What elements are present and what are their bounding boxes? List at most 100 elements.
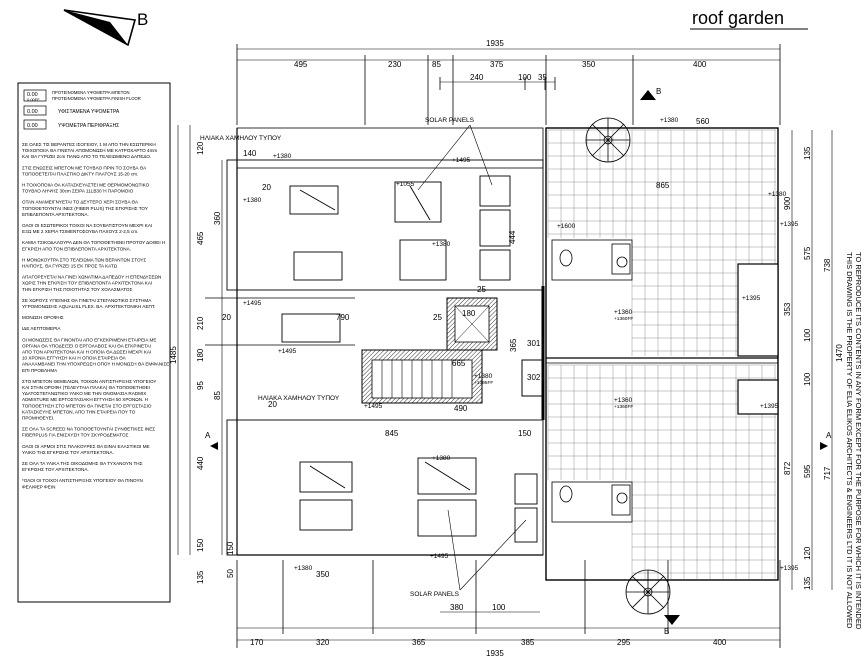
dim-interior-1: 140 — [243, 149, 257, 158]
level-ffl-1: +1360FF — [614, 316, 633, 322]
note-3: Η ΤΟΙΧΟΠΟΙΙΑ ΘΑ ΚΑΤΑΣΚΕΥΑΣΤΕΙ ΜΕ ΘΕΡΜΟΜΟ… — [22, 183, 150, 194]
room-number-302: 302 — [527, 373, 541, 382]
level-6: +1380 — [432, 241, 451, 248]
dim-right-seg-3: 575 — [803, 246, 812, 260]
note-6: ΚΑΜΙΑ ΤΣΙΚΟΔΑΛΟΥΡΑ ΔΕΝ ΘΑ ΤΟΠΟΘΕΤΗΘΕΙ ΠΡ… — [22, 240, 165, 251]
solar-panels-top — [281, 175, 511, 343]
dim-left-seg-1: 120 — [196, 141, 205, 155]
dim-left-inner-4: 50 — [226, 569, 235, 578]
dim-interior-17: 444 — [508, 230, 517, 244]
note-13: ΣΤΟ ΜΠΕΤΟΝ ΘΕΜΕΛΙΩΝ, ΤΟΙΧΩΝ ΑΝΤΙΣΤΗΡΙΞΗΣ… — [22, 379, 156, 421]
dim-top-seg-6: 400 — [693, 60, 707, 69]
dim-left-total: 1485 — [169, 346, 178, 364]
level-3: +1055 — [396, 181, 415, 188]
dim-left-seg-8: 135 — [196, 570, 205, 584]
dim-interior-3: 20 — [222, 313, 231, 322]
note-7: Η ΜΟΝΩΚΟΥΤΡΑ ΣΤΟ ΤΕΛΕΙΩΜΑ ΤΩΝ ΒΕΡΑΝΤΩΝ Σ… — [22, 257, 146, 268]
bathroom-fixtures — [551, 239, 633, 523]
room-number-301: 301 — [527, 339, 541, 348]
dim-right-seg-10: 717 — [823, 466, 832, 480]
note-1: ΣΕ ΟΛΕΣ ΤΙΣ ΒΕΡΑΝΤΕΣ ΙΣΟΓΕΙΟΥ, 1 Μ ΑΠΟ Τ… — [22, 142, 157, 159]
terrace-tile-grid — [547, 129, 776, 579]
parapet-label-top: ΗΛΙΑΚΑ ΧΑΜΗΛΟΥ ΤΥΠΟΥ — [200, 135, 282, 142]
dim-interior-7: 25 — [477, 285, 486, 294]
dim-left-inner-1: 360 — [213, 211, 222, 225]
note-4: ΟΤΑΝ ΑΝΑΜΕΙΓΝΥΕΤΑΙ ΤΟ ΔΕΥΤΕΡΟ ΧΕΡΙ ΣΟΥΒΑ… — [22, 200, 148, 217]
dim-interior-5: 20 — [268, 400, 277, 409]
section-label-b-south: B — [664, 627, 669, 636]
general-notes: ΣΕ ΟΛΕΣ ΤΙΣ ΒΕΡΑΝΤΕΣ ΙΣΟΓΕΙΟΥ, 1 Μ ΑΠΟ Τ… — [22, 142, 171, 489]
dim-top-inner-3: 35 — [538, 73, 547, 82]
dim-bottom-seg-1: 170 — [250, 638, 264, 647]
level-21: +1380 — [768, 191, 787, 198]
note-15: ΟΛΟΙ ΟΙ ΑΡΜΟΙ ΣΤΙΣ ΠΛΑΚΟΥΡΕΣ ΘΑ ΕΙΝΑΙ ΕΛ… — [22, 444, 150, 455]
level-markers: +1380 +1495 +1055 +1380 +1495 +1380 +149… — [243, 117, 799, 572]
solar-panels-bottom — [299, 457, 538, 543]
dim-bottom-seg-6: 400 — [713, 638, 727, 647]
legend-row1-text: ΠΡΟΤΕΙΝΟΜΕΝΑ ΥΨΟΜΕΤΡΑ ΜΠΕΤΟΝ — [52, 90, 130, 95]
level-20: +1395 — [780, 565, 799, 572]
dim-top-seg-3: 85 — [432, 60, 441, 69]
dim-interior-16: 865 — [656, 181, 670, 190]
level-10: +1380 — [432, 455, 451, 462]
level-19: +1380 — [294, 565, 313, 572]
level-16: +1395 — [760, 403, 779, 410]
level-8: +1380 — [474, 373, 493, 380]
section-label-a-east: A — [826, 431, 832, 440]
copyright-line-1: THIS DRAWING IS THE PROPERTY OF ELIA ELI… — [845, 252, 854, 629]
dim-left-seg-7: 150 — [196, 538, 205, 552]
dim-top-total: 1935 — [486, 39, 504, 48]
spiral-stair-top-icon — [585, 117, 631, 163]
legend-row2-text: ΥΦΙΣΤΑΜΕΝΑ ΥΨΟΜΕΤΡΑ — [58, 109, 120, 115]
level-12: +1395 — [780, 221, 799, 228]
dim-left-seg-6: 440 — [196, 456, 205, 470]
level-11: +1600 — [557, 223, 576, 230]
dim-interior-14: 350 — [316, 570, 330, 579]
legend-row3-value: 0.00 — [27, 123, 38, 129]
dim-interior-8: 180 — [462, 309, 476, 318]
dim-top-inner-1: 240 — [470, 73, 484, 82]
top-dimension-chain — [236, 44, 781, 125]
solar-label-bottom: SOLAR PANELS — [410, 591, 460, 598]
legend-row3-text: ΥΨΟΜΕΤΡΑ ΠΕΡΙΦΡΑΞΗΣ — [58, 123, 119, 129]
dim-bottom-seg-4: 385 — [521, 638, 535, 647]
note-12: ΟΙ ΜΟΝΩΣΕΙΣ ΘΑ ΓΙΝΟΝΤΑΙ ΑΠΟ ΕΓΚΕΚΡΙΜΕΝΗ … — [22, 337, 171, 373]
parapet-label-bottom: ΗΛΙΑΚΑ ΧΑΜΗΛΟΥ ΤΥΠΟΥ — [258, 395, 340, 402]
dim-left-seg-5: 95 — [196, 381, 205, 390]
dim-top-seg-4: 375 — [490, 60, 504, 69]
dim-interior-6: 25 — [433, 313, 442, 322]
bottom-dimension-chain — [236, 560, 781, 648]
solar-label-top: SOLAR PANELS — [425, 117, 475, 124]
note-10: ΜΟΝΩΣΗ ΟΡΟΦΗΣ — [22, 315, 64, 320]
dim-right-seg-6: 100 — [803, 328, 812, 342]
legend-box — [17, 82, 171, 603]
dim-top-seg-2: 230 — [388, 60, 402, 69]
dim-left-seg-2: 465 — [196, 231, 205, 245]
dim-interior-11: 490 — [454, 404, 468, 413]
copyright-line-2: TO REPRODUCE ITS CONTENTS IN ANY FORM EX… — [854, 252, 863, 630]
dim-right-seg-13: 135 — [803, 576, 812, 590]
dim-bottom-inner-1: 380 — [450, 603, 464, 612]
level-18: +1495 — [430, 553, 449, 560]
legend-row2-value: 0.00 — [27, 109, 38, 115]
right-dimension-chain — [791, 130, 833, 590]
level-7: +1495 — [278, 348, 297, 355]
dim-interior-13: 150 — [518, 429, 532, 438]
level-17: +1360 — [614, 397, 633, 404]
dim-right-seg-8: 100 — [803, 372, 812, 386]
dim-bottom-inner-2: 100 — [492, 603, 506, 612]
dim-left-inner-3: 150 — [226, 541, 235, 555]
level-2: +1495 — [452, 157, 471, 164]
dim-left-seg-4: 180 — [196, 348, 205, 362]
dim-interior-4: 790 — [336, 313, 350, 322]
interior-dimensions: 140 20 20 790 20 25 25 180 365 665 490 8… — [222, 117, 710, 579]
section-marks — [210, 90, 828, 625]
dim-bottom-seg-3: 365 — [412, 638, 426, 647]
dim-bottom-total: 1935 — [486, 649, 504, 658]
note-5: ΟΛΟΙ ΟΙ ΕΣΩΤΕΡΙΚΟΙ ΤΟΙΧΟΙ ΝΑ ΣΟΥΒΑΤΙΣΤΟΥ… — [22, 223, 152, 234]
note-11: ΙΔΕ ΛΕΠΤΟΜΕΡΙΑ — [22, 326, 61, 331]
note-2: ΣΤΙΣ ΕΝΩΣΕΙΣ ΜΠΕΤΟΝ ΜΕ ΤΟΥΒΛΟ ΠΡΙΝ ΤΟ ΣΟ… — [22, 165, 147, 176]
dim-right-seg-2: 900 — [783, 196, 792, 210]
dim-interior-12: 845 — [385, 429, 399, 438]
